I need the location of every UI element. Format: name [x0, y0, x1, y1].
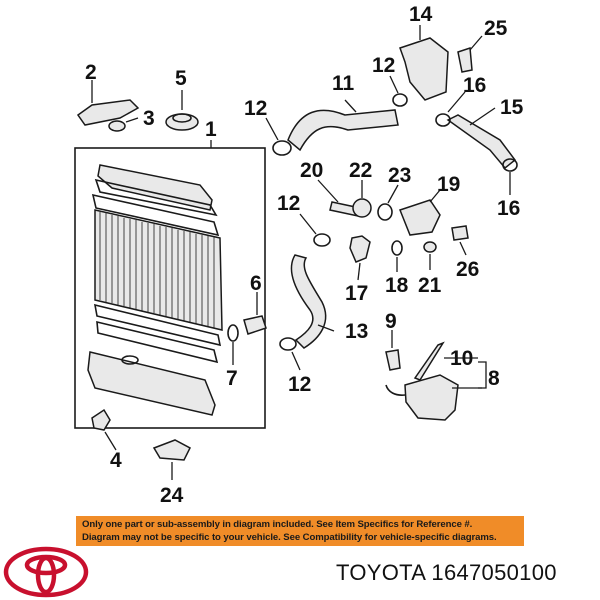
drain-plug-part-6: [243, 292, 267, 335]
radiator-cap-part-5: [165, 90, 199, 131]
o-ring-part-7: [227, 324, 239, 365]
union-part-22: [352, 180, 372, 218]
callout-12-middle: 12: [277, 192, 300, 215]
water-outlet-part-14: [399, 25, 449, 101]
reservoir-tank-part-8: [385, 361, 487, 421]
disclaimer-line-2: Diagram may not be specific to your vehi…: [82, 532, 497, 543]
callout-20: 20: [300, 159, 323, 182]
clamp-part-12-lower: [279, 337, 301, 371]
callout-18: 18: [385, 274, 409, 297]
gasket-part-18: [391, 240, 403, 272]
callout-13: 13: [345, 320, 368, 343]
callout-7: 7: [226, 367, 238, 390]
toyota-logo-icon: [3, 546, 89, 598]
clamp-part-12-middle: [299, 213, 331, 247]
bracket-part-2: [76, 80, 140, 126]
lower-hose-part-13: [290, 254, 335, 349]
gasket-part-23: [377, 184, 399, 221]
sensor-part-25: [457, 35, 483, 73]
cap-part-9: [385, 330, 401, 371]
cushion-part-3: [108, 117, 139, 132]
callout-12-upper-right: 12: [372, 54, 395, 77]
hose-part-10: [413, 341, 478, 381]
callout-19: 19: [437, 173, 460, 196]
part-number-label: TOYOTA 1647050100: [336, 560, 557, 585]
callout-10: 10: [450, 347, 473, 370]
clamp-part-12-upper-right: [389, 75, 408, 107]
drain-cock-part-24: [152, 439, 191, 480]
callout-24: 24: [160, 484, 184, 507]
callout-8: 8: [488, 367, 500, 390]
fitting-part-26: [451, 225, 469, 256]
callout-5: 5: [175, 67, 187, 90]
callout-4: 4: [110, 449, 122, 472]
clamp-part-12-upper-left: [265, 117, 292, 156]
upper-hose-part-11: [287, 99, 399, 152]
callout-15: 15: [500, 96, 524, 119]
clamp-part-16-bottom: [502, 158, 518, 195]
callout-3: 3: [143, 107, 155, 130]
radiator-core-illustration: [87, 164, 223, 416]
radiator-assembly-frame: [74, 140, 266, 429]
callout-6: 6: [250, 272, 262, 295]
callout-25: 25: [484, 17, 508, 40]
cushion-part-4: [91, 408, 117, 451]
callout-11: 11: [332, 72, 355, 95]
callout-17: 17: [345, 282, 368, 305]
disclaimer-banner: Only one part or sub-assembly in diagram…: [76, 516, 524, 546]
disclaimer-line-1: Only one part or sub-assembly in diagram…: [82, 519, 473, 530]
callout-16-bottom: 16: [497, 197, 520, 220]
callout-9: 9: [385, 310, 397, 333]
callout-14: 14: [409, 3, 433, 26]
callout-12-lower: 12: [288, 373, 311, 396]
callout-22: 22: [349, 159, 372, 182]
water-inlet-part-19: [399, 189, 441, 236]
pipe-part-17: [349, 235, 371, 281]
parts-diagram: 2 3 5 1 6 7 4 24 12 11 12 14 25 16 15 16…: [74, 3, 524, 507]
callout-16-top: 16: [463, 74, 486, 97]
callout-1: 1: [205, 118, 217, 141]
callout-23: 23: [388, 164, 411, 187]
callout-26: 26: [456, 258, 479, 281]
callout-12-upper-left: 12: [244, 97, 267, 120]
callout-2: 2: [85, 61, 97, 84]
clamp-part-16-top: [435, 91, 466, 127]
nut-part-21: [423, 241, 437, 270]
callout-21: 21: [418, 274, 442, 297]
